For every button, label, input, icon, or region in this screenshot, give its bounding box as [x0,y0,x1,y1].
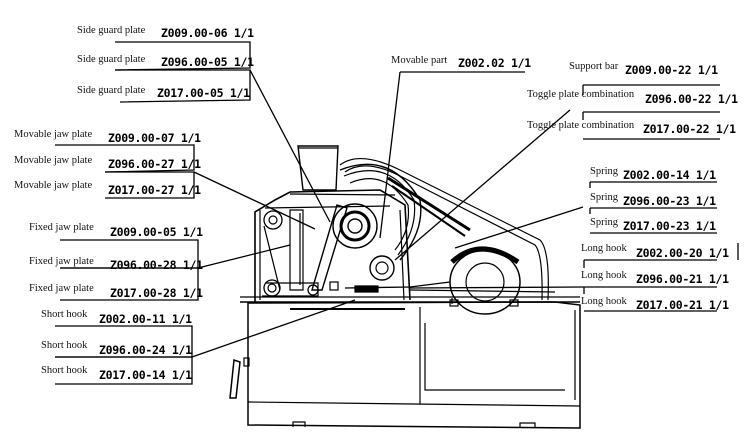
fixed-jaw-plate-label: Fixed jaw plate [29,283,94,294]
toggle-plate-label: Toggle plate combination [527,120,635,131]
long-hook-label: Long hook [581,296,627,307]
long-hook-code: Z096.00-21 1/1 [636,272,729,286]
fixed-jaw-plate-label: Fixed jaw plate [29,256,94,267]
side-plate [262,209,319,297]
fixed-jaw-plate-code: Z096.00-28 1/1 [110,258,203,272]
side-guard-plate-label: Side guard plate [77,85,146,96]
movable-jaw-plate-code: Z009.00-07 1/1 [108,131,201,145]
toggle-plate-code: Z096.00-22 1/1 [645,92,738,106]
movable-jaw [311,204,348,291]
fixed-jaw-plate-code: Z009.00-05 1/1 [110,225,203,239]
base-cabinet [229,301,581,429]
side-guard-plate-code: Z009.00-06 1/1 [161,26,254,40]
movable-jaw-plate-label: Movable jaw plate [14,129,93,140]
short-hook-code: Z002.00-11 1/1 [99,312,192,326]
support-bar-code: Z009.00-22 1/1 [625,63,718,77]
toggle-plate-label: Toggle plate combination [527,89,635,100]
motor [449,246,521,315]
side-guard-plate-label: Side guard plate [77,25,146,36]
movable-jaw-plate-code: Z096.00-27 1/1 [108,157,201,171]
side-guard-plate-code: Z096.00-05 1/1 [161,55,254,69]
hopper [297,145,339,191]
eccentric-shaft [332,203,395,281]
toggle-plate-code: Z017.00-22 1/1 [643,122,736,136]
short-hook-label: Short hook [41,309,88,320]
movable-jaw-plate-label: Movable jaw plate [14,180,93,191]
long-hook-label: Long hook [581,270,627,281]
side-guard-plate-label: Side guard plate [77,54,146,65]
short-hook-code: Z096.00-24 1/1 [99,343,192,357]
fixed-jaw-plate-label: Fixed jaw plate [29,222,94,233]
leader-lines [55,41,720,385]
spring-label: Spring [590,217,619,228]
crusher-frame [254,189,411,303]
spring-assembly [329,281,556,293]
spring-label: Spring [590,192,619,203]
spring-label: Spring [590,166,619,177]
support-bar-label: Support bar [569,61,619,72]
movable-jaw-plate-code: Z017.00-27 1/1 [108,183,201,197]
movable-part-code: Z002.02 1/1 [458,56,531,70]
fixed-jaw-plate-code: Z017.00-28 1/1 [110,286,203,300]
flywheel [339,157,549,301]
long-hook-label: Long hook [581,243,627,254]
long-hook-code: Z002.00-20 1/1 [636,246,729,260]
movable-part-label: Movable part [391,55,448,66]
spring-code: Z096.00-23 1/1 [623,194,716,208]
movable-jaw-plate-label: Movable jaw plate [14,155,93,166]
short-hook-label: Short hook [41,365,88,376]
short-hook-code: Z017.00-14 1/1 [99,368,192,382]
spring-code: Z002.00-14 1/1 [623,168,716,182]
side-guard-plate-code: Z017.00-05 1/1 [157,86,250,100]
short-hook-label: Short hook [41,340,88,351]
spring-code: Z017.00-23 1/1 [623,219,716,233]
long-hook-code: Z017.00-21 1/1 [636,298,729,312]
